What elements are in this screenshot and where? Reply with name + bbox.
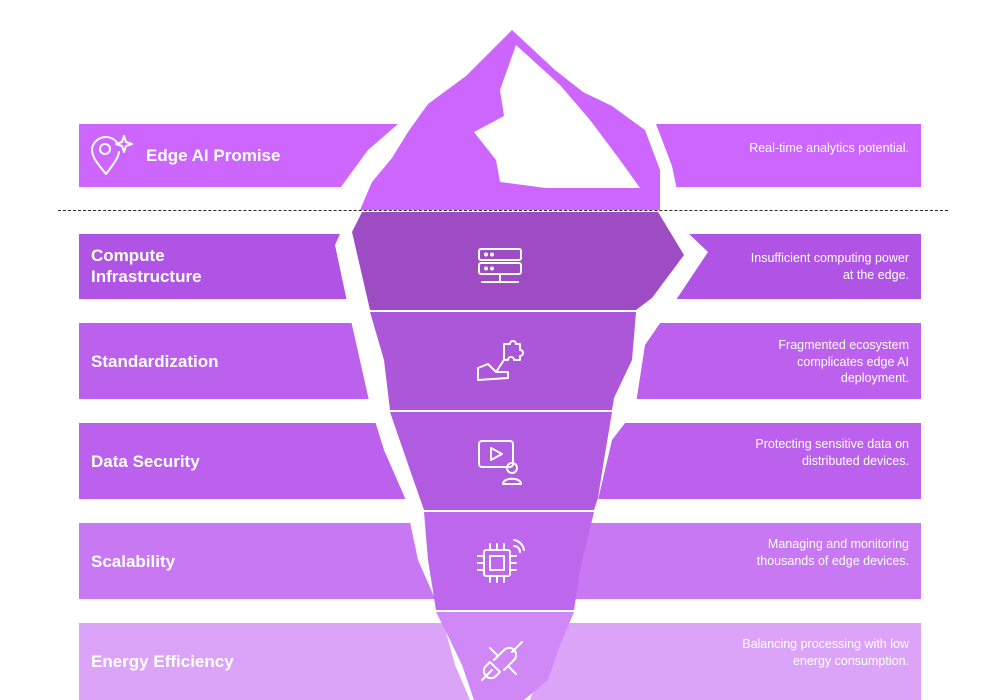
row-label-data-security: Data Security xyxy=(91,452,200,471)
row-description-compute: Insufficient computing power at the edge… xyxy=(750,251,909,282)
row-description-data-security: Protecting sensitive data on distributed… xyxy=(755,437,909,468)
location-sparkle-icon xyxy=(88,132,134,178)
server-icon xyxy=(476,246,524,286)
tip-label: Edge AI Promise xyxy=(146,146,281,165)
tip-description: Real-time analytics potential. xyxy=(749,141,909,155)
iceberg-row5 xyxy=(436,612,574,700)
row-label-energy: Energy Efficiency xyxy=(91,652,234,671)
row-label-scalability: Scalability xyxy=(91,552,176,571)
video-user-icon xyxy=(476,438,526,486)
row-description-scalability: Managing and monitoring thousands of edg… xyxy=(756,537,909,568)
row-label-compute: Compute Infrastructure xyxy=(91,246,202,286)
row-description-standardization: Fragmented ecosystem complicates edge AI… xyxy=(778,338,909,385)
iceberg-row3 xyxy=(390,412,612,510)
waterline xyxy=(58,210,948,211)
puzzle-hand-icon xyxy=(474,338,524,384)
plug-icon xyxy=(478,638,526,684)
snow-cap xyxy=(474,45,640,188)
chip-signal-icon xyxy=(476,538,526,586)
row-label-standardization: Standardization xyxy=(91,352,219,371)
row-description-energy: Balancing processing with low energy con… xyxy=(742,637,909,668)
